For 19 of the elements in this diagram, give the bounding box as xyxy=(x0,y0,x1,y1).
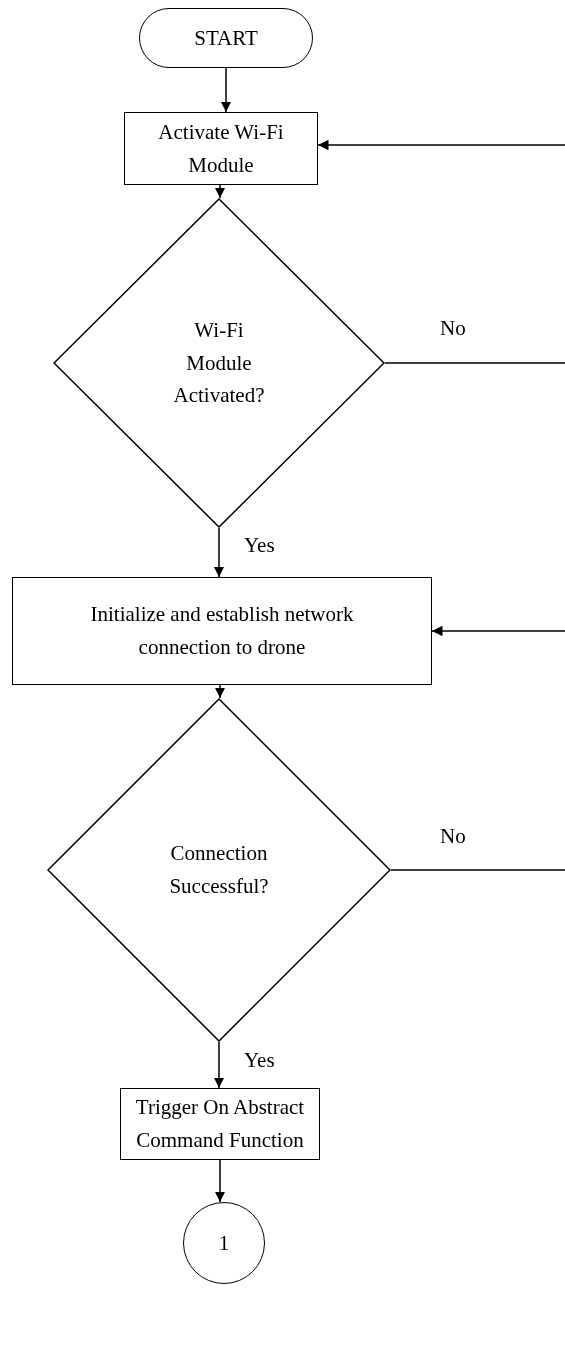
arrow xyxy=(213,1041,225,1089)
process-box xyxy=(124,112,318,185)
node-text: Connection Successful? xyxy=(168,840,270,900)
arrow xyxy=(213,527,225,578)
terminal-shape xyxy=(139,8,313,68)
node-text: Activate Wi-Fi Module xyxy=(157,118,285,179)
node-text: START xyxy=(194,24,258,52)
node-text: Trigger On Abstract Command Function xyxy=(134,1094,306,1154)
node-text: Initialize and establish network connection to drone xyxy=(89,601,355,661)
process-box xyxy=(120,1088,320,1160)
arrow xyxy=(431,625,565,637)
arrow xyxy=(214,684,226,699)
node-text: 1 xyxy=(218,1229,230,1257)
arrow xyxy=(220,67,232,113)
node-text: Wi-Fi Module Activated? xyxy=(172,317,266,410)
arrow xyxy=(317,139,565,151)
arrow xyxy=(214,184,226,199)
process-box xyxy=(12,577,432,685)
arrow xyxy=(214,1159,226,1203)
